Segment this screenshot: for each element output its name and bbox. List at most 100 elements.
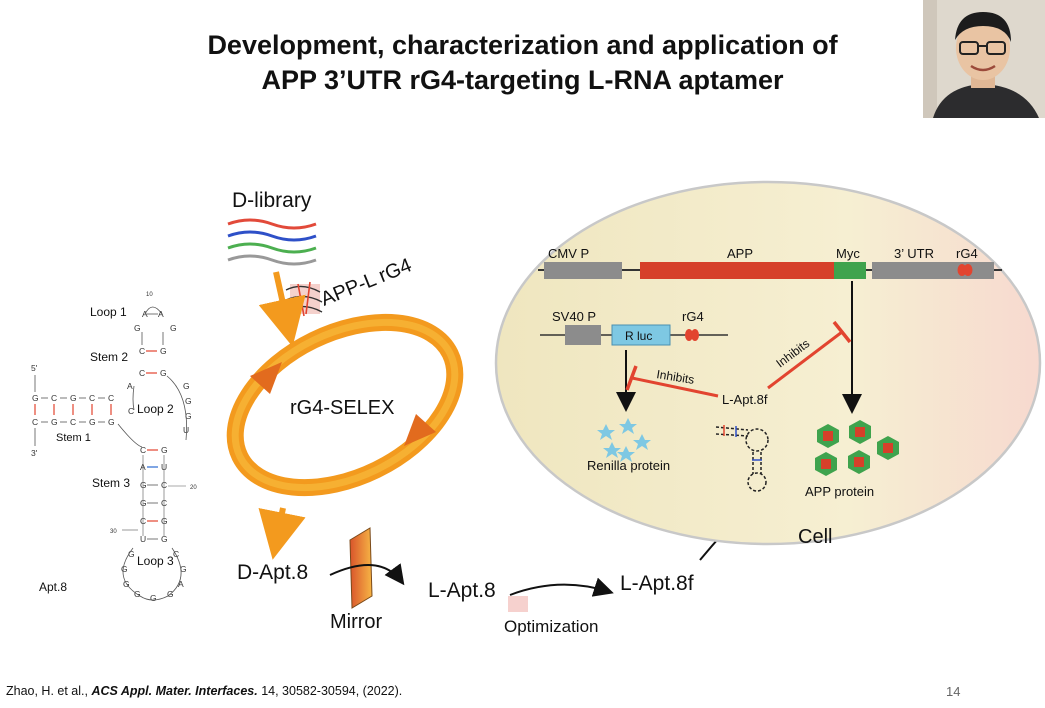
- aptamer-hairpin-icon: [715, 425, 769, 492]
- optimization-arrow: [509, 577, 614, 597]
- renilla-protein-label: Renilla protein: [587, 458, 670, 473]
- l-apt-f-label: L-Apt.8f: [620, 572, 694, 595]
- svg-text:G: G: [134, 323, 141, 333]
- svg-text:G: G: [185, 411, 192, 421]
- aptamer-name-label: Apt.8: [39, 580, 67, 594]
- svg-text:30: 30: [110, 529, 117, 535]
- svg-text:C: C: [128, 406, 134, 416]
- selex-to-dapt-arrow: [258, 507, 306, 560]
- inhibit-app-line: [767, 320, 852, 390]
- stem-1-pairs: G C G C C C G C G G: [32, 375, 115, 446]
- app-protein-icons: [815, 420, 899, 476]
- cell-membrane: [494, 180, 1042, 546]
- app-reporter-construct: CMV P APP Myc 3’ UTR rG4: [538, 246, 1002, 279]
- svg-text:C: C: [51, 393, 57, 403]
- rg4-label-1: rG4: [956, 246, 978, 261]
- three-prime-end: 3': [31, 448, 38, 458]
- d-apt-label: D-Apt.8: [237, 561, 308, 584]
- svg-text:G: G: [140, 480, 147, 490]
- library-strands: [227, 218, 317, 266]
- svg-text:G: G: [161, 534, 168, 544]
- page-number: 14: [946, 684, 961, 699]
- svg-text:G: G: [128, 549, 135, 559]
- svg-text:G: G: [170, 323, 177, 333]
- rluc-label: R luc: [625, 329, 652, 343]
- svg-text:G: G: [32, 393, 39, 403]
- l-apt-label: L-Apt.8: [428, 579, 496, 602]
- svg-text:A: A: [178, 579, 184, 589]
- mirror-arrow: [329, 563, 405, 586]
- five-prime-end: 5': [31, 363, 38, 373]
- myc-tag-label: Myc: [836, 246, 860, 261]
- title-line-1: Development, characterization and applic…: [207, 30, 838, 60]
- loop-2-label: Loop 2: [137, 402, 174, 416]
- svg-text:C: C: [108, 393, 114, 403]
- svg-text:G: G: [89, 417, 96, 427]
- svg-text:A: A: [127, 381, 133, 391]
- mirror-icon: [349, 527, 373, 609]
- cell-label: Cell: [798, 526, 832, 548]
- svg-text:C: C: [140, 445, 146, 455]
- svg-text:10: 10: [146, 292, 153, 298]
- stem-2-label: Stem 2: [90, 350, 128, 364]
- target-label: APP-L rG4: [318, 254, 415, 310]
- d-library-label: D-library: [232, 189, 312, 212]
- selex-workflow: D-library APP-L rG4 rG4-SELEX D-Apt.8 Mi…: [226, 189, 755, 636]
- library-to-selex-arrow: [258, 271, 306, 347]
- svg-text:G: G: [180, 564, 187, 574]
- citation-authors: Zhao, H. et al.,: [6, 684, 92, 698]
- utr-label: 3’ UTR: [894, 246, 934, 261]
- aptamer-in-cell-label: L-Apt.8f: [722, 392, 768, 407]
- sv40-promoter-block: [565, 325, 601, 345]
- stem-3-pairs: CG AU GC GC CG UG 20 30: [110, 445, 197, 544]
- renilla-protein-icons: [597, 418, 651, 462]
- sv40-promoter-label: SV40 P: [552, 309, 596, 324]
- svg-text:G: G: [185, 396, 192, 406]
- svg-text:C: C: [89, 393, 95, 403]
- svg-text:G: G: [108, 417, 115, 427]
- svg-text:G: G: [183, 381, 190, 391]
- svg-text:G: G: [150, 593, 157, 603]
- svg-text:G: G: [51, 417, 58, 427]
- svg-text:G: G: [140, 498, 147, 508]
- loop-1-label: Loop 1: [90, 305, 127, 319]
- app-protein-label: APP protein: [805, 484, 874, 499]
- svg-text:U: U: [140, 534, 146, 544]
- svg-text:G: G: [160, 368, 167, 378]
- cmv-promoter-label: CMV P: [548, 246, 589, 261]
- cmv-promoter-block: [544, 262, 622, 279]
- svg-text:C: C: [32, 417, 38, 427]
- webcam-presenter-video: [923, 0, 1045, 118]
- selex-cycle-label: rG4-SELEX: [290, 397, 394, 419]
- title-line-2: APP 3’UTR rG4-targeting L-RNA aptamer: [261, 65, 784, 95]
- stem-3-label: Stem 3: [92, 476, 130, 490]
- rluc-block: [611, 324, 671, 346]
- selex-cycle: [226, 313, 464, 497]
- svg-text:G: G: [121, 564, 128, 574]
- svg-text:20: 20: [190, 485, 197, 491]
- mirror-label: Mirror: [330, 611, 383, 633]
- app-gene-label: APP: [727, 246, 753, 261]
- svg-text:G: G: [161, 445, 168, 455]
- svg-text:C: C: [139, 368, 145, 378]
- svg-text:A: A: [158, 309, 164, 319]
- optimization-label: Optimization: [504, 617, 598, 636]
- renilla-reporter-construct: SV40 P R luc rG4: [540, 309, 728, 346]
- inhibit-renilla-line: [625, 365, 719, 398]
- app-gene-block: [640, 262, 834, 279]
- stem-1-label: Stem 1: [56, 432, 91, 444]
- svg-text:C: C: [70, 417, 76, 427]
- svg-text:G: G: [160, 346, 167, 356]
- rg4-label-2: rG4: [682, 309, 704, 324]
- svg-text:U: U: [183, 425, 189, 435]
- rg4-motif-icon-2: [685, 329, 693, 341]
- utr-block: [872, 262, 994, 279]
- slide-title: Development, characterization and applic…: [0, 28, 1045, 98]
- svg-text:G: G: [70, 393, 77, 403]
- rg4-target-icon: [285, 281, 323, 317]
